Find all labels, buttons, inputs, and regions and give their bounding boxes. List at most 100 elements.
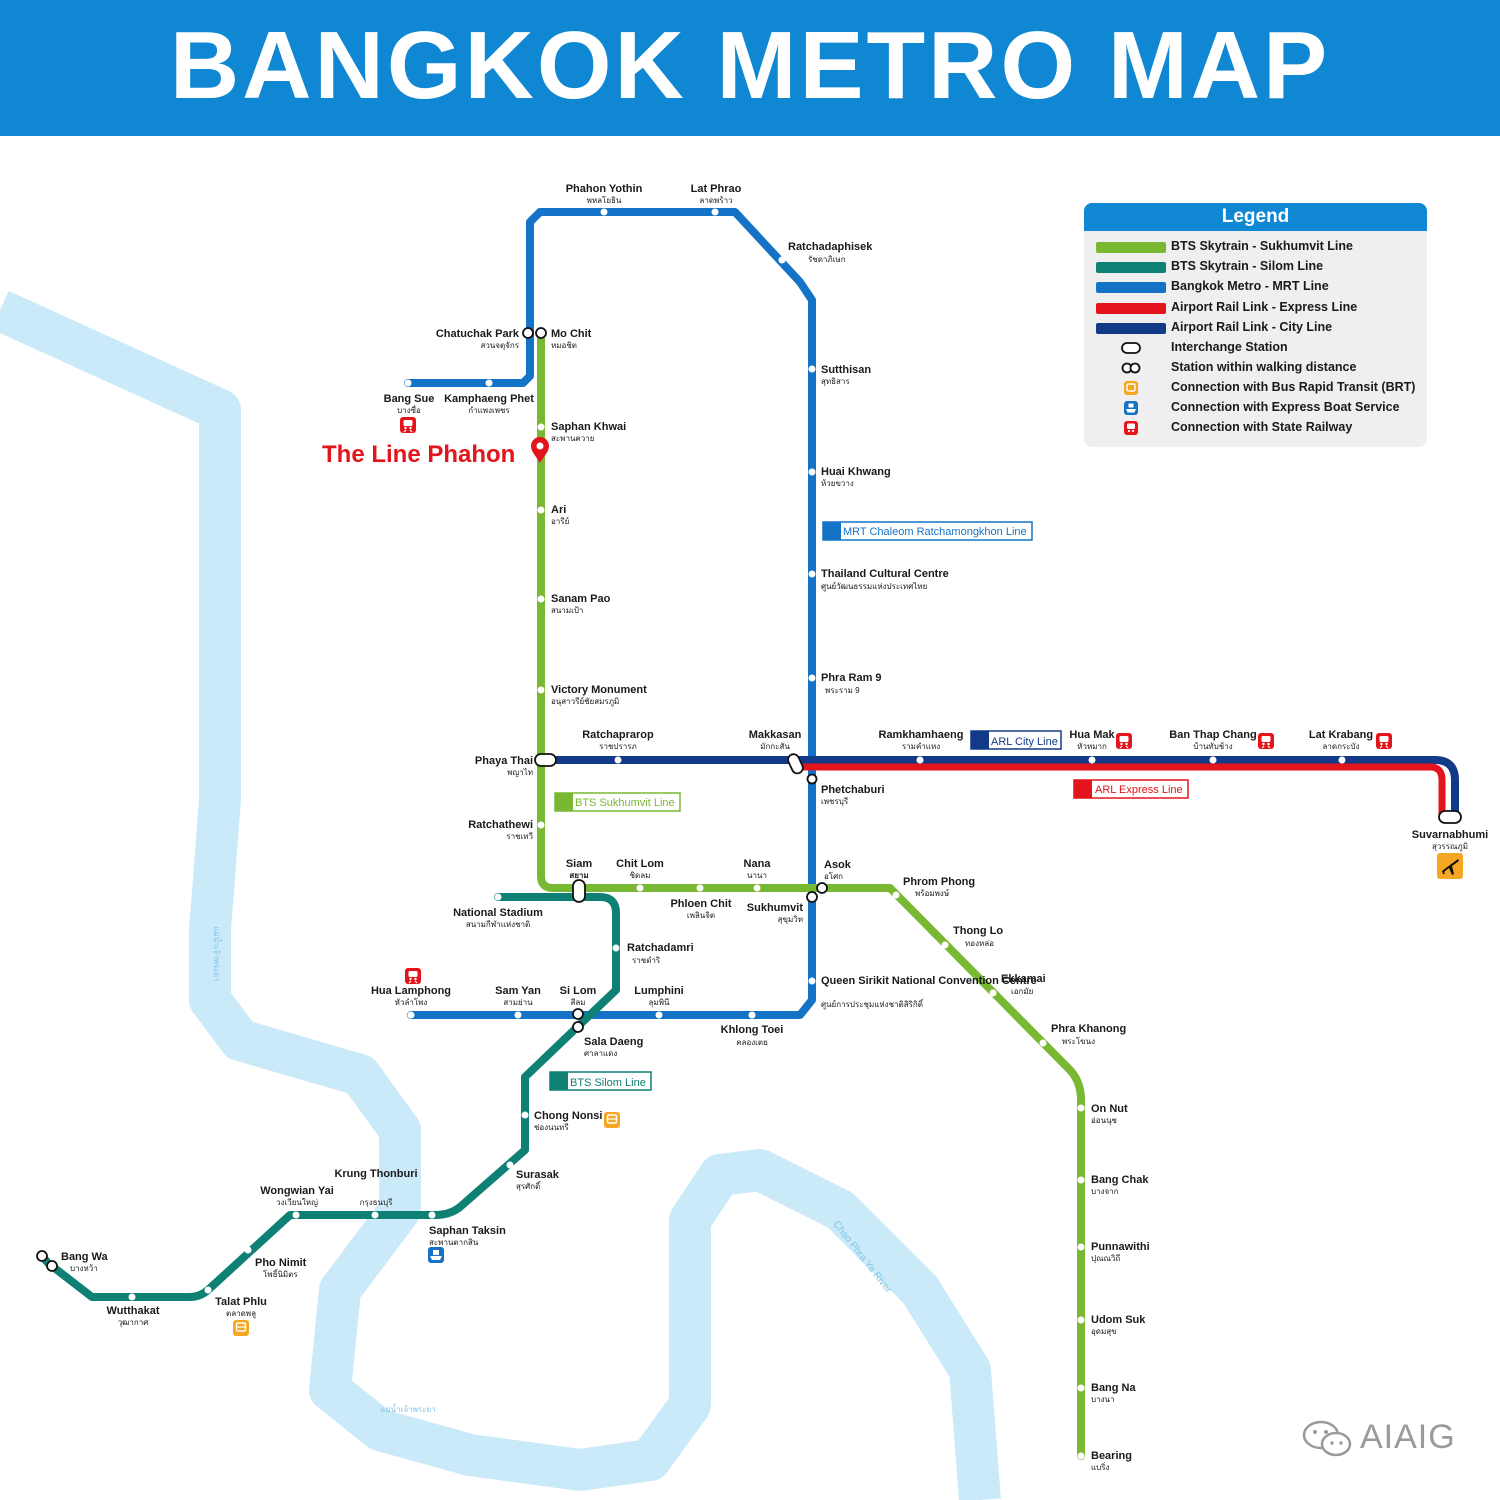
- station-label-th: ลาดพร้าว: [699, 196, 732, 205]
- station-label: Makkasan: [749, 729, 802, 741]
- mrt-line: [404, 208, 816, 1019]
- station-dot: [1338, 756, 1346, 764]
- station-dot: [711, 208, 719, 216]
- station-dot: [404, 379, 412, 387]
- station-label: Huai Khwang: [821, 466, 891, 478]
- watermark-text: AIAIG: [1360, 1418, 1456, 1456]
- station-label-th: สุรศักดิ์: [516, 1180, 542, 1191]
- station-label-th: สะพานตากสิน: [429, 1238, 479, 1247]
- station-dot: [916, 756, 924, 764]
- station-dot: [696, 884, 704, 892]
- legend-swatch: [1096, 242, 1166, 253]
- station-dot: [537, 506, 545, 514]
- station-label: Ratchadaphisek: [788, 241, 873, 253]
- station-label-th: กรุงธนบุรี: [360, 1198, 393, 1207]
- station-dot: [128, 1293, 136, 1301]
- svg-text:BTS Sukhumvit Line: BTS Sukhumvit Line: [575, 797, 675, 809]
- station-label: Siam: [566, 858, 593, 870]
- station-label-th: บ้านทับช้าง: [1193, 742, 1232, 751]
- station-label-th: สวนจตุจักร: [480, 341, 519, 350]
- brt-icon: [603, 1111, 621, 1129]
- station-label: Thong Lo: [953, 925, 1003, 937]
- station-label: Wongwian Yai: [260, 1185, 334, 1197]
- station-dot: [989, 989, 997, 997]
- station-label-th: โพธิ์นิมิตร: [263, 1268, 298, 1279]
- train-icon: [1375, 732, 1393, 750]
- station-label: Punnawithi: [1091, 1241, 1150, 1253]
- arl-city-line: [541, 756, 1459, 821]
- station-label: Sanam Pao: [551, 593, 611, 605]
- river-label: แม่น้ำเจ้าพระยา: [380, 1403, 435, 1414]
- station-dot: [244, 1246, 252, 1254]
- station-label: Chatuchak Park: [436, 328, 520, 340]
- river-path: [0, 290, 1001, 1500]
- station-label-th: พระราม 9: [825, 686, 860, 695]
- legend-swatch: [1096, 303, 1166, 314]
- station-label: Bang Wa: [61, 1251, 109, 1263]
- walk-makkasan-b: [806, 773, 818, 785]
- station-label: Victory Monument: [551, 684, 647, 696]
- legend-item: BTS Skytrain - Silom Line: [1084, 257, 1427, 277]
- station-label: Ari: [551, 504, 566, 516]
- station-label-th: รัชดาภิเษก: [808, 255, 846, 264]
- walk-bangwa-a: [36, 1250, 48, 1262]
- station-label-th: หัวลำโพง: [395, 997, 428, 1007]
- station-label: Ban Thap Chang: [1169, 729, 1256, 741]
- svg-text:MRT Chaleom Ratchamongkhon Lin: MRT Chaleom Ratchamongkhon Line: [843, 526, 1027, 538]
- station-dot: [614, 756, 622, 764]
- legend-item: Connection with Express Boat Service: [1084, 398, 1427, 418]
- station-label: Saphan Khwai: [551, 421, 626, 433]
- station-label-th: สามย่าน: [503, 998, 533, 1007]
- station-label-th: สยาม: [569, 871, 588, 880]
- station-label-th: สีลม: [570, 998, 585, 1007]
- station-dot: [537, 686, 545, 694]
- station-dot: [636, 884, 644, 892]
- station-label-th: เพชรบุรี: [821, 797, 849, 806]
- station-label: Suvarnabhumi: [1412, 829, 1488, 841]
- station-label-th: รามคำแหง: [902, 742, 940, 751]
- interchange-siam: [572, 879, 586, 903]
- walk-sukhumvit: [806, 891, 818, 903]
- station-label-th: สุขุมวิท: [778, 915, 803, 924]
- station-label: Thailand Cultural Centre: [821, 568, 949, 580]
- station-label-th: อโศก: [824, 871, 843, 881]
- airport-icon: [1437, 853, 1463, 879]
- station-dot: [1077, 1316, 1085, 1324]
- station-dot: [808, 977, 816, 985]
- station-dot: [808, 365, 816, 373]
- brt-icon: [232, 1319, 250, 1337]
- station-label: Bearing: [1091, 1450, 1132, 1462]
- station-label-th: เอกมัย: [1011, 987, 1033, 996]
- silom-line: [38, 893, 620, 1301]
- station-label-th: หมอชิต: [551, 341, 577, 350]
- station-label-th: เพลินจิต: [687, 911, 715, 920]
- station-label-th: สุวรรณภูมิ: [1432, 842, 1468, 852]
- legend-item: Bangkok Metro - MRT Line: [1084, 277, 1427, 297]
- svg-text:BTS Silom Line: BTS Silom Line: [570, 1077, 646, 1089]
- station-label-th: ศูนย์การประชุมแห่งชาติสิริกิติ์: [821, 998, 924, 1010]
- station-label: Phra Ram 9: [821, 672, 882, 684]
- legend-item: Connection with Bus Rapid Transit (BRT): [1084, 378, 1427, 398]
- page-title: BANGKOK METRO MAP: [169, 12, 1331, 119]
- station-dot: [748, 1011, 756, 1019]
- station-dot: [778, 256, 786, 264]
- train-icon: [404, 967, 422, 985]
- station-dot: [292, 1211, 300, 1219]
- station-label-th: กำแพงเพชร: [468, 406, 510, 415]
- station-label: Hua Lamphong: [371, 985, 451, 997]
- station-dot: [655, 1011, 663, 1019]
- station-label-th: ราชดำริ: [632, 956, 661, 965]
- station-label: Phra Khanong: [1051, 1023, 1126, 1035]
- station-dot: [892, 891, 900, 899]
- walk-chatuchak: [522, 327, 534, 339]
- station-label-th: ลาดกระบัง: [1322, 742, 1359, 751]
- station-label: Khlong Toei: [721, 1024, 784, 1036]
- station-label-th: พระโขนง: [1062, 1036, 1095, 1046]
- station-dot: [612, 944, 620, 952]
- station-label-th: บางหว้า: [70, 1264, 98, 1273]
- tag-bts-sukhumvit: BTS Sukhumvit Line: [554, 792, 681, 812]
- walk-saladaeng: [572, 1021, 584, 1033]
- station-label-th: สนามเป้า: [551, 606, 583, 615]
- map-pin-icon: [531, 437, 549, 463]
